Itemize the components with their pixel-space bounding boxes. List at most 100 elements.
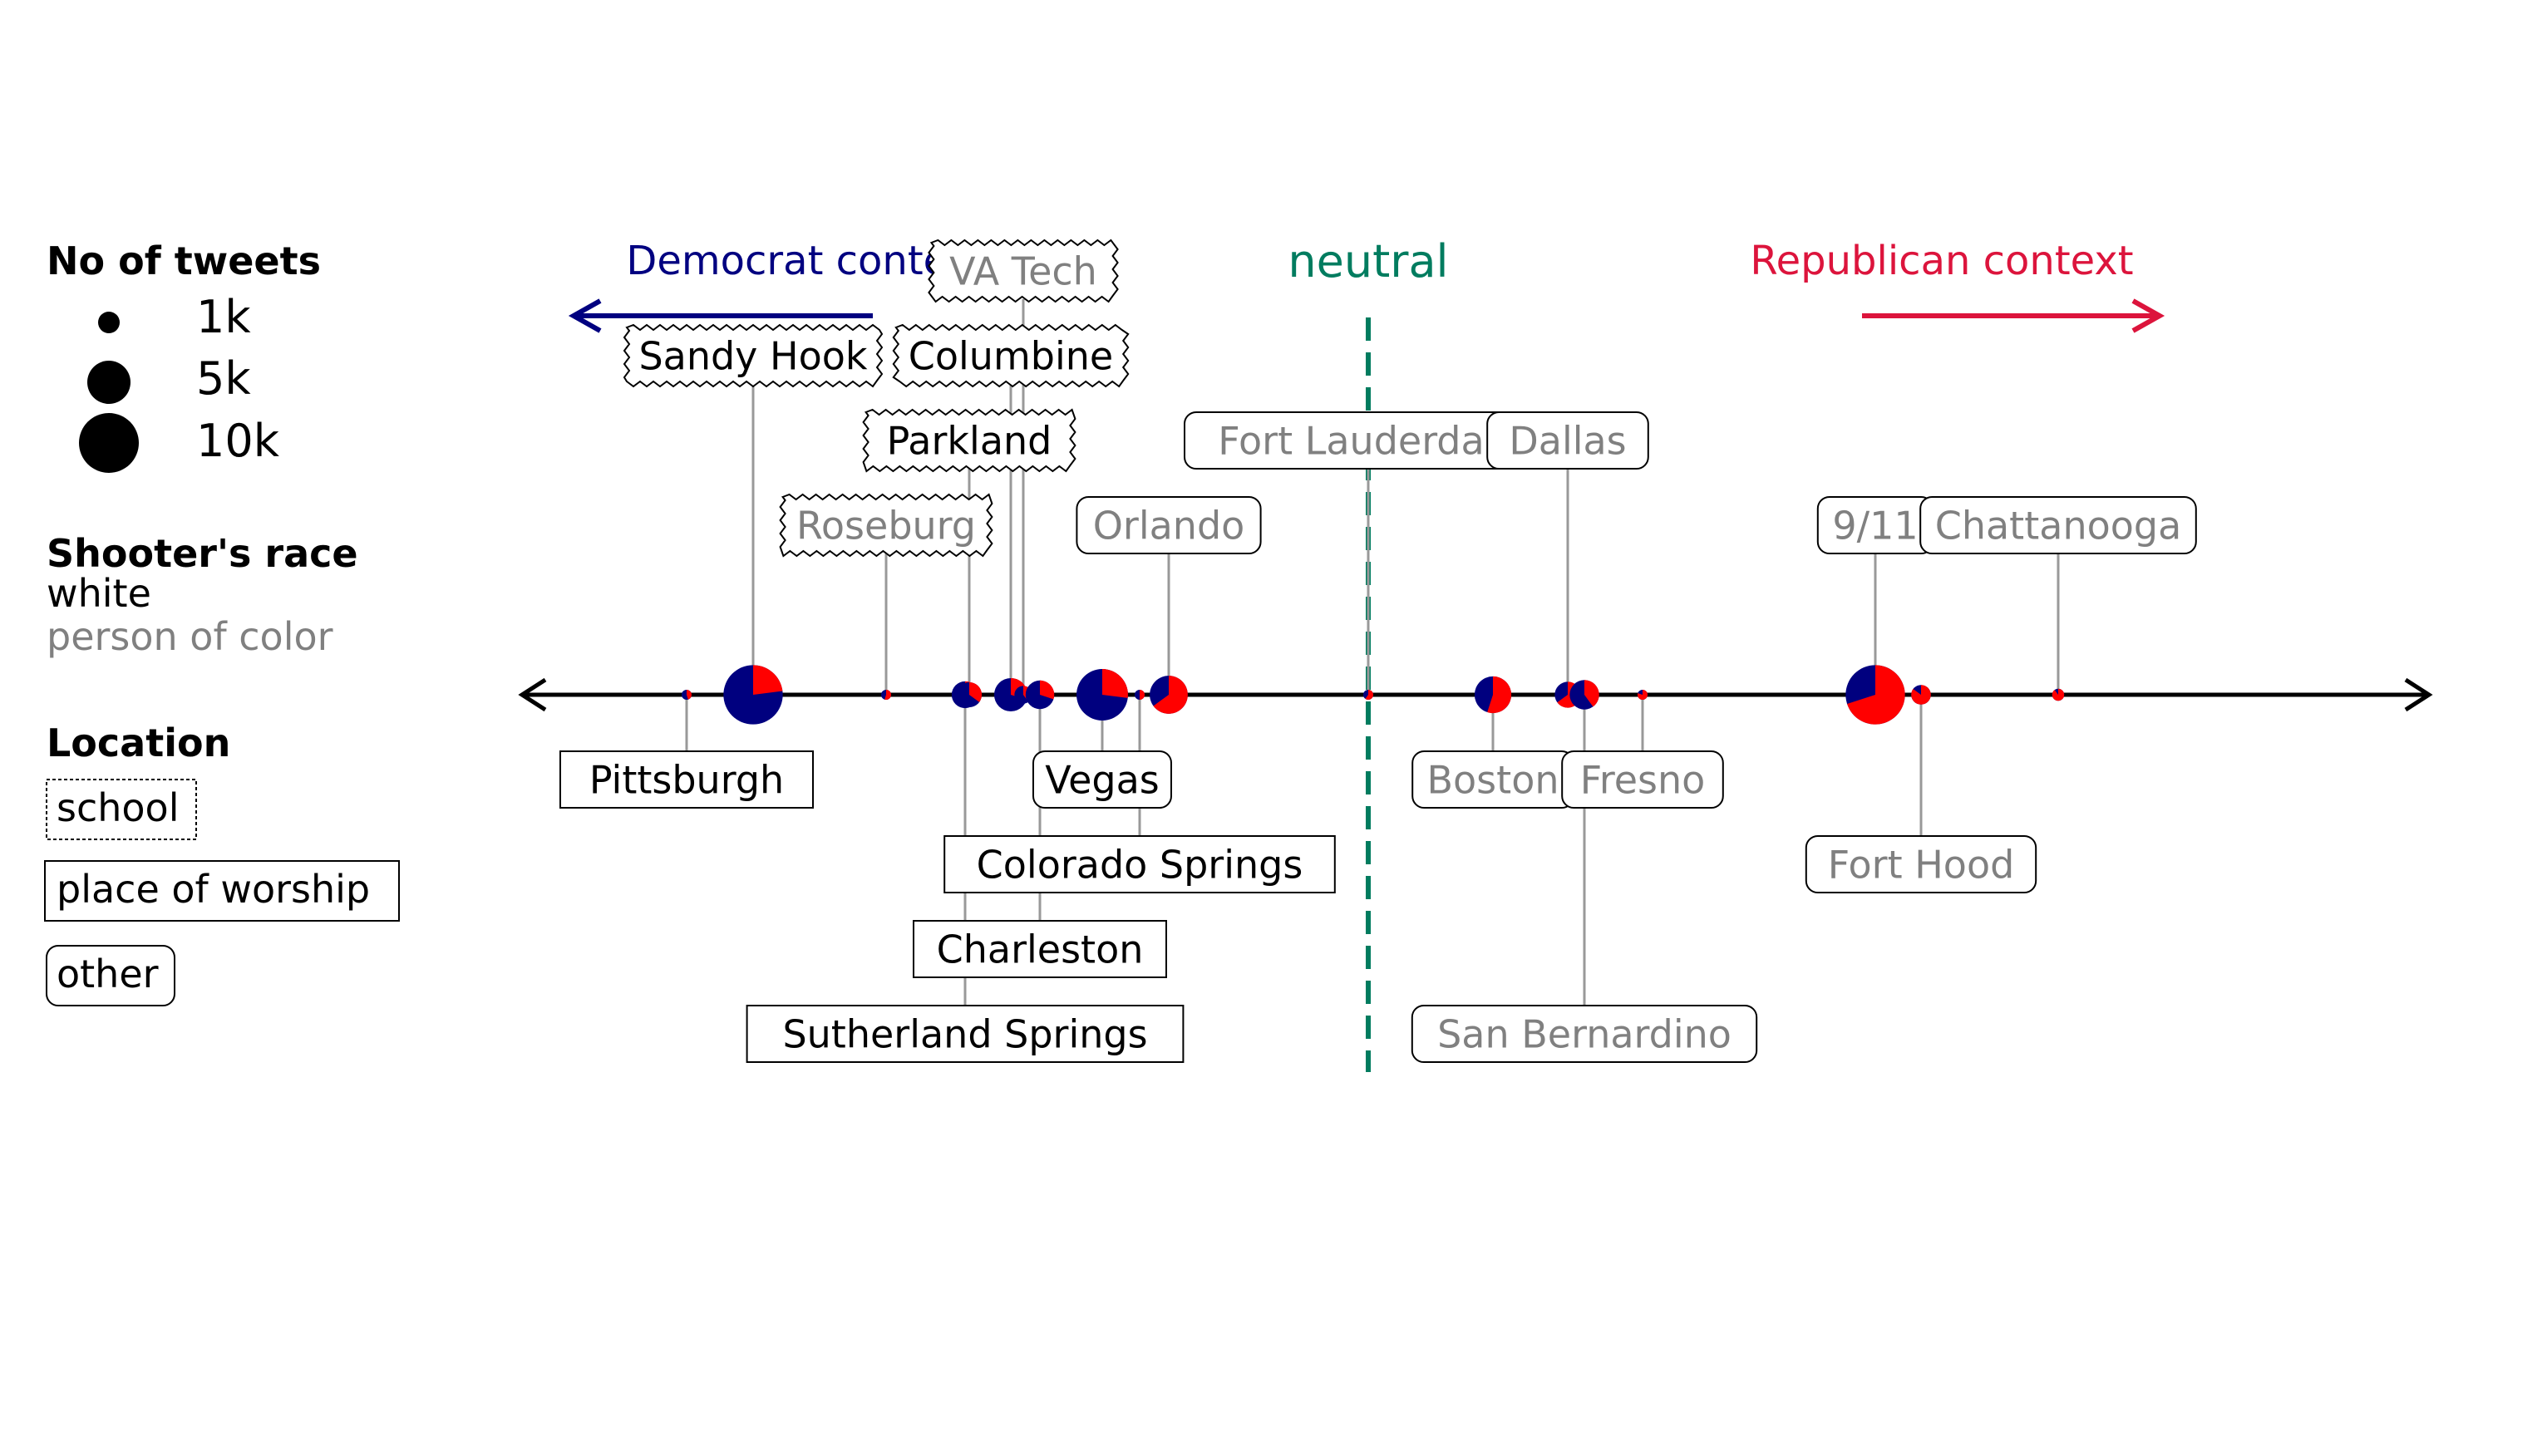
label-box-sutherland-springs [746, 1005, 1185, 1063]
pie-fresno [1638, 690, 1648, 701]
label-san-bernardino: San Bernardino [1411, 1005, 1758, 1063]
legend: No of tweets 1k 5k 10k Shooter's race wh… [44, 239, 400, 1006]
context-headers: Democrat context neutral Republican cont… [568, 235, 2165, 333]
label-text-vegas: Vegas [1045, 758, 1160, 803]
pie-rep-9-11 [1847, 665, 1905, 725]
label-text-charleston: Charleston [937, 927, 1144, 972]
pie-chattanooga [2052, 688, 2065, 701]
legend-size-10k: 10k [196, 415, 280, 467]
label-box-charleston [913, 920, 1167, 978]
label-box-fresno [1561, 750, 1724, 809]
label-text-fort-hood: Fort Hood [1828, 843, 2015, 888]
label-boston: Boston [1411, 750, 1574, 809]
legend-size-dot-10k [79, 413, 139, 473]
label-chattanooga: Chattanooga [1919, 496, 2197, 554]
label-text-sutherland-springs: Sutherland Springs [782, 1012, 1147, 1057]
pie-parkland [956, 681, 983, 708]
label-fort-hood: Fort Hood [1805, 835, 2037, 893]
pie-9-11 [1845, 665, 1905, 725]
label-box-dallas [1486, 411, 1649, 470]
pie-rep-parkland [969, 681, 983, 702]
pie-vegas [1076, 669, 1128, 721]
pie-rep-sandy-hook [753, 665, 783, 695]
label-vegas: Vegas [1032, 750, 1172, 809]
legend-size-1k: 1k [196, 291, 251, 343]
legend-loc-school: school [57, 785, 179, 830]
pie-colorado-springs [1135, 690, 1145, 700]
neutral-label: neutral [1288, 235, 1448, 288]
label-box-roseburg [779, 493, 993, 558]
republican-context-label: Republican context [1750, 238, 2133, 284]
pie-rep-san-bernardino [1584, 680, 1599, 707]
pie-charleston [1025, 680, 1055, 710]
label-columbine: Columbine [892, 323, 1130, 388]
label-text-dallas: Dallas [1509, 419, 1626, 464]
label-box-fort-hood [1805, 835, 2037, 893]
democrat-arrowhead [568, 298, 602, 333]
label-colorado-springs: Colorado Springs [943, 835, 1336, 893]
label-box-columbine [892, 323, 1130, 388]
democrat-context-label: Democrat context [626, 238, 986, 284]
axis-right-arrowhead [2404, 677, 2433, 712]
label-box-orlando [1076, 496, 1262, 554]
pie-pittsburgh [682, 690, 692, 700]
label-orlando: Orlando [1076, 496, 1262, 554]
pie-rep-fresno [1638, 690, 1648, 701]
label-box-colorado-springs [943, 835, 1336, 893]
label-fort-lauderdale: Fort Lauderdale [1184, 411, 1553, 470]
label-box-vegas [1032, 750, 1172, 809]
legend-race-title: Shooter's race [47, 531, 358, 576]
pie-rep-chattanooga [2052, 688, 2065, 701]
pie-san-bernardino [1569, 680, 1599, 710]
pie-rep-roseburg [884, 690, 892, 700]
legend-loc-worship: place of worship [57, 867, 370, 912]
pie-rep-fort-hood [1911, 685, 1931, 705]
pie-fort-lauderdale [1363, 690, 1373, 700]
pie-rep-vegas [1102, 669, 1128, 698]
pie-roseburg [881, 690, 892, 700]
pie-rep-orlando [1153, 676, 1188, 714]
label-text-va-tech: VA Tech [949, 249, 1097, 294]
pie-fort-hood [1911, 685, 1931, 705]
label-va-tech: VA Tech [928, 239, 1119, 303]
axis-left-arrowhead [518, 677, 547, 712]
pie-boston [1474, 676, 1512, 714]
label-charleston: Charleston [913, 920, 1167, 978]
label-text-chattanooga: Chattanooga [1935, 504, 2182, 548]
legend-loc-worship-box [44, 860, 400, 922]
legend-size-5k: 5k [196, 352, 251, 405]
label-9-11: 9/11 [1816, 496, 1934, 554]
pie-orlando [1150, 676, 1188, 714]
label-text-9-11: 9/11 [1832, 504, 1918, 548]
pie-rep-pittsburgh [687, 690, 692, 700]
label-text-pittsburgh: Pittsburgh [589, 758, 784, 803]
label-fresno: Fresno [1561, 750, 1724, 809]
label-sandy-hook: Sandy Hook [623, 323, 884, 388]
legend-loc-other-box [46, 945, 175, 1006]
label-box-parkland [862, 408, 1076, 473]
leader-lines [685, 299, 2060, 1006]
legend-race-poc: person of color [47, 614, 333, 659]
pie-rep-charleston [1040, 680, 1055, 700]
label-roseburg: Roseburg [779, 493, 993, 558]
label-pittsburgh: Pittsburgh [559, 750, 814, 809]
legend-loc-other: other [57, 952, 159, 996]
legend-size-title: No of tweets [47, 239, 321, 283]
label-text-san-bernardino: San Bernardino [1437, 1012, 1732, 1057]
label-box-pittsburgh [559, 750, 814, 809]
label-text-colorado-springs: Colorado Springs [977, 843, 1303, 888]
label-parkland: Parkland [862, 408, 1076, 473]
legend-loc-school-box [46, 779, 197, 840]
label-text-orlando: Orlando [1093, 504, 1245, 548]
label-text-fort-lauderdale: Fort Lauderdale [1218, 419, 1519, 464]
label-text-fresno: Fresno [1580, 758, 1706, 803]
republican-arrowhead [2131, 298, 2165, 333]
label-sutherland-springs: Sutherland Springs [746, 1005, 1185, 1063]
label-text-roseburg: Roseburg [796, 504, 976, 548]
label-text-columbine: Columbine [909, 334, 1113, 379]
label-box-sandy-hook [623, 323, 884, 388]
label-box-chattanooga [1919, 496, 2197, 554]
label-dallas: Dallas [1486, 411, 1649, 470]
